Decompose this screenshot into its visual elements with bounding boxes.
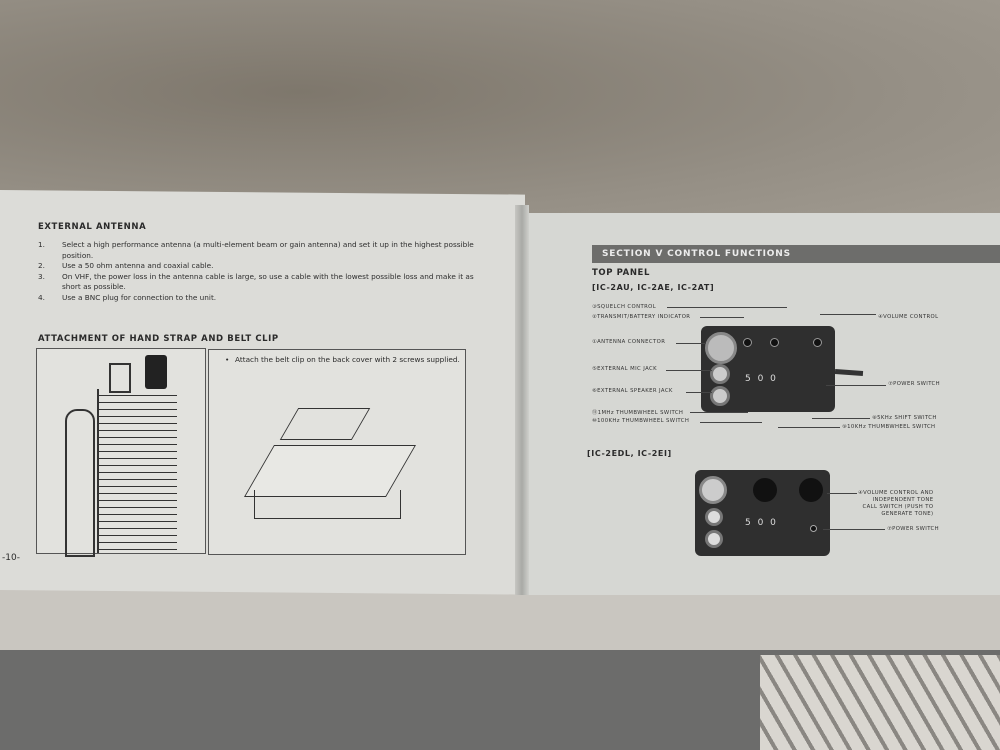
radio-body-drawing: [254, 490, 401, 519]
belt-clip-illustration: • Attach the belt clip on the back cover…: [208, 349, 466, 555]
heading-hand-strap: ATTACHMENT OF HAND STRAP AND BELT CLIP: [38, 334, 279, 344]
hand-strap-drawing: [65, 409, 95, 557]
models-heading-1: [IC-2AU, IC-2AE, IC-2AT]: [592, 283, 715, 292]
leader-line: [700, 317, 744, 318]
section-title: SECTION V CONTROL FUNCTIONS: [592, 245, 1000, 263]
label-volume: ④VOLUME CONTROL: [878, 314, 939, 320]
models-heading-2: [IC-2EDL, IC-2EI]: [587, 449, 672, 458]
step: 3.On VHF, the power loss in the antenna …: [38, 271, 474, 292]
label-volume-tone: ④VOLUME CONTROL AND: [858, 490, 934, 496]
label-power: ⑦POWER SWITCH: [888, 381, 941, 387]
mic-jack-icon: [705, 508, 723, 526]
leader-line: [778, 427, 840, 428]
label-1mhz: ⑪1MHz THUMBWHEEL SWITCH: [592, 410, 684, 416]
leader-line: [823, 529, 885, 530]
leader-line: [826, 385, 886, 386]
leader-line: [686, 392, 712, 393]
antenna-connector-icon: [699, 476, 727, 504]
step: 2.Use a 50 ohm antenna and coaxial cable…: [38, 261, 214, 270]
antenna-steps: 1.Select a high performance antenna (a m…: [38, 240, 478, 303]
step: 1.Select a high performance antenna (a m…: [38, 240, 474, 260]
mic-jack-icon: [710, 364, 730, 384]
leader-line: [666, 370, 712, 371]
squelch-knob-icon: [753, 478, 777, 502]
label-100khz: ⑩100KHz THUMBWHEEL SWITCH: [592, 418, 690, 424]
label-squelch: ③SQUELCH CONTROL: [592, 304, 657, 310]
step: 4.Use a BNC plug for connection to the u…: [38, 292, 217, 302]
leader-line: [676, 343, 706, 344]
leader-line: [812, 418, 870, 419]
label-antenna: ①ANTENNA CONNECTOR: [592, 339, 666, 345]
leader-line: [690, 412, 748, 413]
radio-top-panel-2: 5 0 0: [695, 470, 830, 556]
radio-top-panel-1: 5 0 0: [701, 326, 835, 412]
leader-line: [667, 307, 787, 308]
hand-strap-illustration: [36, 348, 206, 557]
indicator-icon: [743, 338, 752, 347]
top-panel-heading: TOP PANEL: [592, 268, 650, 278]
label-mic: ⑤EXTERNAL MIC JACK: [592, 366, 657, 372]
antenna-connector-icon: [705, 332, 737, 364]
label-5khz-shift: ⑧5KHz SHIFT SWITCH: [872, 415, 937, 421]
antenna-drawing: [109, 363, 131, 393]
thumbwheel-display: 5 0 0: [745, 374, 778, 384]
thumbwheel-display: 5 0 0: [745, 518, 778, 528]
belt-clip-drawing: [279, 408, 371, 440]
cloth-surface: [0, 585, 1000, 660]
label-transmit: ②TRANSMIT/BATTERY INDICATOR: [592, 314, 691, 320]
leader-line: [827, 493, 857, 494]
page-number: -10-: [2, 553, 20, 563]
label-10khz: ⑨10KHz THUMBWHEEL SWITCH: [842, 424, 936, 430]
speaker-jack-icon: [705, 530, 723, 548]
label-power-2: ⑦POWER SWITCH: [887, 526, 940, 532]
knob-drawing: [145, 355, 167, 389]
speaker-jack-icon: [710, 386, 730, 406]
leader-line: [700, 422, 762, 423]
book-spine: [515, 205, 529, 595]
chair-leg: [760, 655, 1000, 750]
label-speaker: ⑥EXTERNAL SPEAKER JACK: [592, 388, 673, 394]
squelch-knob-icon: [770, 338, 779, 347]
radio-side-drawing: [97, 389, 177, 553]
bullet: •: [225, 355, 230, 364]
power-switch-icon: [810, 525, 817, 532]
volume-knob-icon: [813, 338, 822, 347]
leader-line: [820, 314, 876, 315]
volume-knob-icon: [799, 478, 823, 502]
belt-clip-note: Attach the belt clip on the back cover w…: [235, 355, 460, 364]
heading-external-antenna: EXTERNAL ANTENNA: [38, 222, 147, 232]
